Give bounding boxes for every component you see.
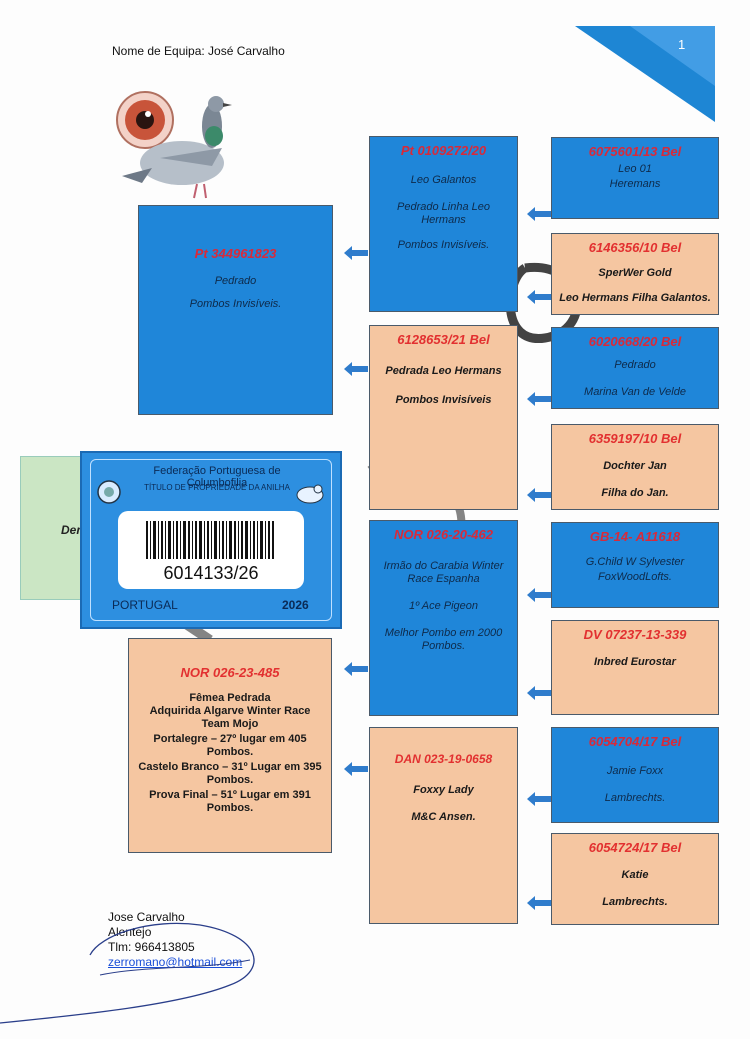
pigeon-logo [116, 91, 232, 199]
gen2-line: M&C Ansen. [411, 811, 476, 823]
contact-name: Jose Carvalho [108, 910, 185, 924]
gen3-ring: 6359197/10 Bel [588, 431, 682, 446]
arrow-left-icon [527, 896, 551, 910]
gen3-box-8: 6054724/17 Bel Katie Lambrechts. [551, 833, 719, 925]
gen2-line: Melhor Pombo em 2000 Pombos. [384, 627, 503, 652]
gen3-line: Jamie Foxx [606, 765, 664, 777]
gen3-ring: 6020668/20 Bel [588, 334, 682, 349]
gen3-box-6: DV 07237-13-339 Inbred Eurostar [551, 620, 719, 715]
gen2-line: Irmão do Carabia Winter Race Espanha [383, 560, 504, 585]
gen3-line: Katie [621, 869, 649, 881]
arrow-left-icon [527, 392, 551, 406]
dam-line: Portalegre – 27º lugar em 405 Pombos. [153, 733, 307, 758]
dam-line: Adquirida Algarve Winter Race Team Mojo [149, 705, 311, 730]
arrow-left-icon [344, 362, 368, 376]
gen3-box-5: GB-14- A11618 G.Child W Sylvester FoxWoo… [551, 522, 719, 608]
gen3-line: Leo 01 [618, 163, 652, 175]
gen3-line: FoxWoodLofts. [598, 571, 672, 583]
federation-subtitle: TÍTULO DE PROPRIEDADE DA ANILHA [144, 483, 290, 492]
gen3-ring: DV 07237-13-339 [583, 627, 687, 642]
dam-line: Prova Final – 51º Lugar em 391 Pombos. [149, 789, 311, 814]
gen2-ring: Pt 0109272/20 [400, 143, 487, 158]
sire-ring: Pt 344961823 [194, 246, 277, 261]
gen2-box-3: NOR 026-20-462 Irmão do Carabia Winter R… [369, 520, 518, 716]
gen3-line: Lambrechts. [602, 896, 668, 908]
card-year: 2026 [282, 598, 309, 612]
gen3-box-4: 6359197/10 Bel Dochter Jan Filha do Jan. [551, 424, 719, 510]
page-number: 1 [678, 37, 686, 52]
dam-ring: NOR 026-23-485 [180, 665, 280, 680]
arrow-left-icon [527, 686, 551, 700]
gen3-ring: 6075601/13 Bel [588, 144, 682, 159]
gen2-box-2: 6128653/21 Bel Pedrada Leo Hermans Pombo… [369, 325, 518, 510]
gen2-ring: 6128653/21 Bel [397, 332, 490, 347]
gen3-line: Heremans [609, 178, 661, 190]
arrow-left-icon [527, 488, 551, 502]
gen3-ring: 6054724/17 Bel [588, 840, 682, 855]
gen3-box-2: 6146356/10 Bel SperWer Gold Leo Hermans … [551, 233, 719, 315]
ring-card: Federação Portuguesa de Columbofilia TÍT… [80, 451, 342, 629]
gen3-line: Lambrechts. [604, 792, 666, 804]
gen2-box-1: Pt 0109272/20 Leo Galantos Pedrado Linha… [369, 136, 518, 312]
green-box-text: Der [61, 523, 82, 537]
gen3-box-1: 6075601/13 Bel Leo 01 Heremans [551, 137, 719, 219]
federation-seal-icon [97, 480, 121, 504]
gen2-line: Pedrado Linha Leo Hermans [397, 201, 490, 226]
gen2-line: Pombos Invisíveis. [397, 239, 490, 251]
corner-decoration [575, 26, 715, 122]
sire-line: Pedrado [214, 275, 257, 287]
contact-phone: Tlm: 966413805 [108, 940, 195, 954]
arrow-left-icon [344, 662, 368, 676]
gen3-line: Dochter Jan [603, 460, 667, 472]
barcode-panel: 6014133/26 [118, 511, 304, 589]
gen2-line: 1º Ace Pigeon [408, 600, 479, 612]
contact-region: Alentejo [108, 925, 152, 939]
arrow-left-icon [344, 246, 368, 260]
gen3-line: SperWer Gold [598, 267, 672, 279]
gen3-line: Leo Hermans Filha Galantos. [559, 292, 711, 304]
gen3-ring: GB-14- A11618 [589, 529, 681, 544]
pigeon-emblem-icon [296, 484, 324, 504]
gen2-line: Foxxy Lady [413, 784, 474, 796]
dam-line: Fêmea Pedrada [189, 692, 271, 704]
federation-name: Federação Portuguesa de Columbofilia [153, 465, 281, 489]
gen3-line: Inbred Eurostar [594, 656, 676, 668]
arrow-left-icon [527, 588, 551, 602]
team-name: Nome de Equipa: José Carvalho [112, 44, 285, 58]
gen3-line: Pedrado [614, 359, 656, 371]
gen2-box-4: DAN 023-19-0658 Foxxy Lady M&C Ansen. [369, 727, 518, 924]
gen3-ring: 6054704/17 Bel [588, 734, 682, 749]
gen3-line: G.Child W Sylvester [585, 556, 685, 568]
gen2-ring: DAN 023-19-0658 [394, 752, 493, 766]
barcode [146, 521, 274, 559]
dam-box: NOR 026-23-485 Fêmea Pedrada Adquirida A… [128, 638, 332, 853]
gen2-ring: NOR 026-20-462 [394, 527, 493, 542]
sire-line: Pombos Invisíveis. [189, 298, 282, 310]
arrow-left-icon [527, 792, 551, 806]
arrow-left-icon [344, 762, 368, 776]
dam-line: Castelo Branco – 31º Lugar em 395 Pombos… [138, 761, 322, 786]
gen2-line: Pedrada Leo Hermans [385, 365, 502, 377]
arrow-left-icon [527, 290, 551, 304]
gen2-line: Pombos Invisíveis [395, 394, 492, 406]
gen3-box-3: 6020668/20 Bel Pedrado Marina Van de Vel… [551, 327, 719, 409]
gen3-line: Filha do Jan. [601, 487, 669, 499]
gen3-ring: 6146356/10 Bel [588, 240, 682, 255]
arrow-left-icon [527, 207, 551, 221]
ring-number: 6014133/26 [163, 563, 259, 583]
signature [0, 922, 255, 1024]
sire-box: Pt 344961823 Pedrado Pombos Invisíveis. [138, 205, 333, 415]
gen2-line: Leo Galantos [410, 174, 477, 186]
card-country: PORTUGAL [112, 598, 178, 612]
gen3-line: Marina Van de Velde [584, 386, 686, 398]
gen3-box-7: 6054704/17 Bel Jamie Foxx Lambrechts. [551, 727, 719, 823]
